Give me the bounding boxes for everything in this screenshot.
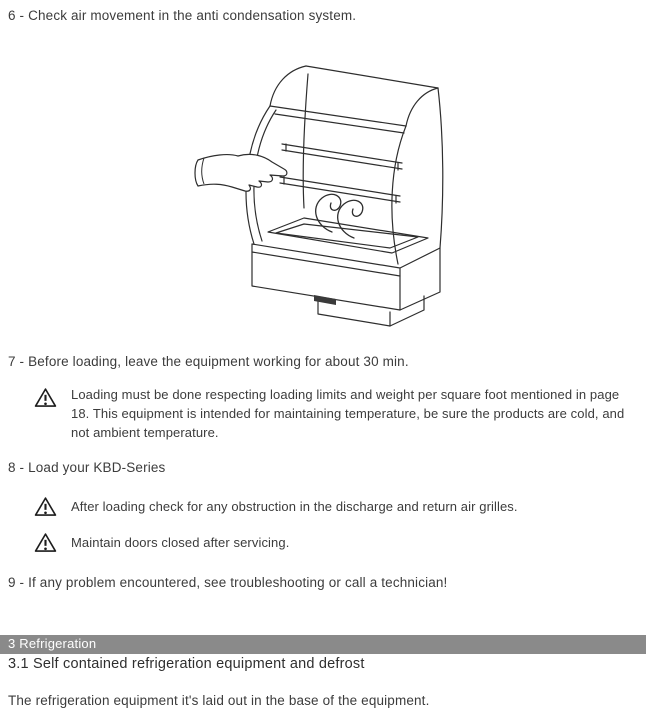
airflow-swirl-icon xyxy=(315,193,364,239)
warning-doors-text: Maintain doors closed after servicing. xyxy=(71,535,290,551)
warning-triangle-icon xyxy=(34,496,58,522)
display-case-outline xyxy=(245,65,444,327)
warning-doors: Maintain doors closed after servicing. xyxy=(34,531,636,558)
section-header-label: 3 Refrigeration xyxy=(8,636,97,652)
warning-loading-limits: Loading must be done respecting loading … xyxy=(34,386,636,443)
step-9: 9 - If any problem encountered, see trou… xyxy=(8,575,448,591)
warning-obstruction-text: After loading check for any obstruction … xyxy=(71,499,518,515)
step-7: 7 - Before loading, leave the equipment … xyxy=(8,354,409,370)
section-body-text: The refrigeration equipment it's laid ou… xyxy=(8,693,430,708)
section-header-bar: 3 Refrigeration xyxy=(0,635,646,655)
warning-triangle-icon xyxy=(34,532,58,558)
display-case-line-drawing xyxy=(194,65,444,327)
pointing-hand-icon xyxy=(194,153,288,192)
subsection-title: 3.1 Self contained refrigeration equipme… xyxy=(8,656,365,673)
step-6: 6 - Check air movement in the anti conde… xyxy=(8,8,357,23)
warning-triangle-icon xyxy=(34,387,58,413)
warning-loading-limits-text: Loading must be done respecting loading … xyxy=(71,387,625,441)
warning-obstruction: After loading check for any obstruction … xyxy=(34,495,636,522)
step-8: 8 - Load your KBD-Series xyxy=(8,459,166,475)
display-case-illustration xyxy=(192,48,452,328)
